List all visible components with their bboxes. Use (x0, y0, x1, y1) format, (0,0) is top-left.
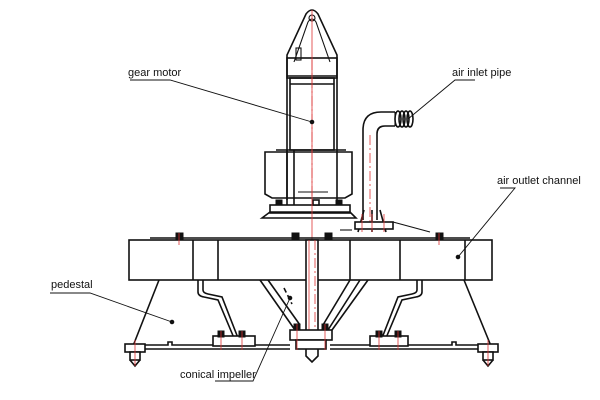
pedestal (124, 279, 499, 368)
leaders (50, 79, 516, 382)
leader-gear-motor (130, 79, 313, 123)
label-pedestal: pedestal (51, 279, 93, 291)
leader-air-inlet-pipe (407, 79, 475, 120)
conical-impeller (283, 287, 333, 364)
label-air-outlet-channel: air outlet channel (497, 175, 581, 187)
air-outlet-channel (128, 232, 493, 345)
leader-pedestal (50, 292, 173, 323)
leader-conical-impeller (215, 297, 291, 382)
label-conical-impeller: conical impeller (180, 369, 256, 381)
label-gear-motor: gear motor (128, 67, 182, 79)
label-air-inlet-pipe: air inlet pipe (452, 67, 511, 79)
leader-air-outlet-channel (457, 187, 516, 258)
air-inlet-pipe (340, 110, 431, 233)
